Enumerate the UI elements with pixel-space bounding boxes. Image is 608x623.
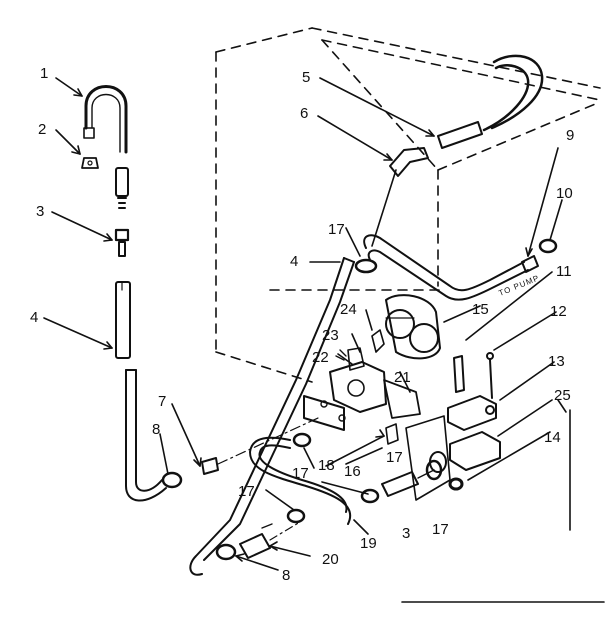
part-17-clamps-lower	[286, 432, 443, 524]
callout-6: 6	[300, 105, 308, 122]
callout-2: 2	[38, 121, 46, 138]
part-14-washer	[448, 477, 464, 491]
callout-17-center: 17	[386, 449, 403, 466]
left-hose-assembly	[114, 167, 167, 502]
callout-3: 3	[36, 203, 44, 220]
callout-5: 5	[302, 69, 310, 86]
callout-15: 15	[472, 301, 489, 318]
callout-17-top: 17	[328, 221, 345, 238]
callout-4-right: 4	[290, 253, 298, 270]
callout-9: 9	[566, 127, 574, 144]
callout-3-lower: 3	[402, 525, 410, 542]
part-8-clamp-left	[161, 471, 183, 489]
callout-23: 23	[322, 327, 339, 344]
part-6-elbow	[371, 147, 429, 247]
callout-12: 12	[550, 303, 567, 320]
part-12-screw	[486, 352, 494, 399]
callout-20: 20	[322, 551, 339, 568]
part-17-clamp-upper	[354, 258, 378, 274]
part-13-bracket	[447, 395, 497, 431]
callout-16: 16	[344, 463, 361, 480]
cabinet-outline	[215, 27, 601, 383]
pump-body	[303, 294, 451, 501]
part-20-connector	[239, 521, 301, 559]
part-5-hose	[437, 54, 544, 149]
callout-labels: 1 2 3 4 4 5 6 7 8 8 9 10 11 12 13 14 15 …	[30, 65, 574, 584]
callout-17-right: 17	[432, 521, 449, 538]
part-2-nut	[81, 157, 99, 169]
callout-8: 8	[152, 421, 160, 438]
callout-18: 18	[318, 457, 335, 474]
part-25-bracket	[449, 431, 501, 471]
callout-14: 14	[544, 429, 561, 446]
callout-8-lower: 8	[282, 567, 290, 584]
callout-25: 25	[554, 387, 571, 404]
callout-22: 22	[312, 349, 329, 366]
part-1-u-bend-hose	[83, 85, 128, 154]
part-11-post	[453, 355, 465, 393]
callout-24: 24	[340, 301, 357, 318]
upper-hose	[363, 234, 529, 301]
callout-19: 19	[360, 535, 377, 552]
callout-11: 11	[556, 263, 572, 280]
callout-21: 21	[394, 369, 411, 386]
callout-17-mid: 17	[292, 465, 309, 482]
callout-10: 10	[556, 185, 573, 202]
part-8-clamp-lower	[215, 543, 237, 561]
part-3-lower-fitting	[381, 469, 435, 497]
part-4-long-hose	[189, 257, 355, 576]
part-19-hose	[249, 436, 352, 525]
part-9-connector	[521, 255, 539, 273]
callout-1: 1	[40, 65, 48, 82]
callout-13: 13	[548, 353, 565, 370]
callout-7: 7	[158, 393, 166, 410]
callout-17-left: 17	[238, 483, 255, 500]
frame-lines	[401, 399, 605, 603]
callout-4: 4	[30, 309, 38, 326]
part-10-clamp	[538, 238, 558, 254]
leader-lines	[43, 77, 563, 571]
